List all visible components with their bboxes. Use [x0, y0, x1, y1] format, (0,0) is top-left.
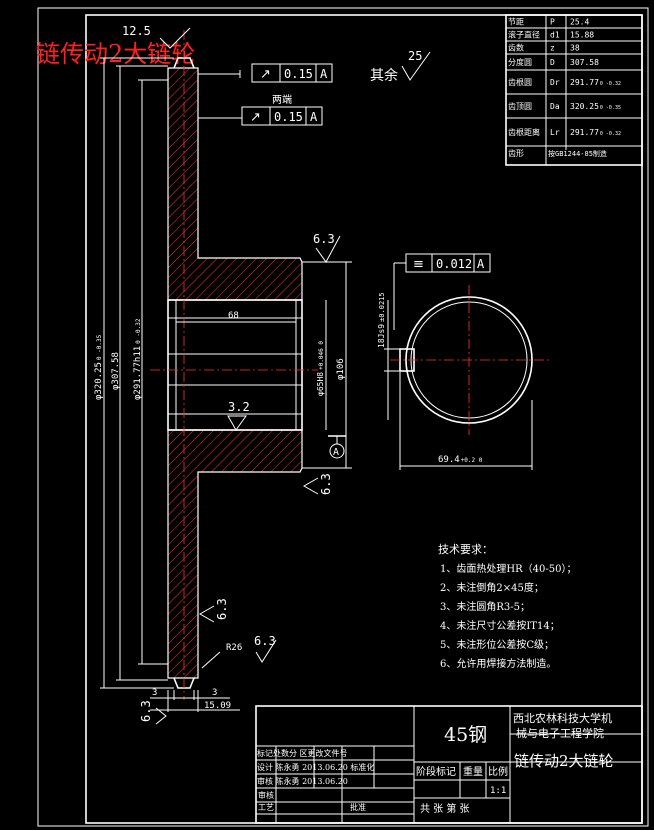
datum-label: A — [333, 447, 339, 458]
param-name: 分度圆 — [508, 57, 532, 67]
param-symbol: P — [550, 18, 555, 27]
rough-bottom-right: 6.3 — [254, 634, 276, 648]
param-name: 滚子直径 — [508, 30, 540, 40]
outer-frame — [37, 7, 649, 827]
weight-label: 重量 — [463, 765, 483, 778]
param-symbol: Dr — [550, 78, 560, 87]
param-value: 38 — [570, 44, 580, 53]
runout2-symbol: ↗ — [250, 110, 261, 125]
param-value: 291.770 -0.32 — [570, 128, 621, 137]
dim-width-total: 15.09 — [204, 701, 231, 711]
datum-a: A — [328, 435, 346, 459]
symmetry-datum: A — [477, 257, 485, 271]
param-symbol: D — [550, 58, 555, 67]
param-symbol: Lr — [550, 128, 560, 137]
width-dimensions: 3 3 15.09 R26 — [150, 643, 242, 712]
dim-width-right: 3 — [212, 688, 217, 698]
dim-hub: φ106 — [336, 358, 346, 380]
dim-width-left: 3 — [152, 688, 157, 698]
process-label: 工艺 — [258, 803, 274, 812]
runout2-datum: A — [310, 110, 318, 124]
param-name: 节距 — [508, 18, 524, 27]
lower-web — [167, 429, 303, 679]
title-block: 45钢 西北农林科技大学机 械与电子工程学院 链传动2大链轮 阶段标记 重量 比… — [255, 705, 643, 824]
param-value: 320.250 -0.35 — [570, 102, 621, 111]
approve-label: 批准 — [350, 802, 366, 812]
red-title: 链传动2大链轮 — [36, 40, 195, 68]
rev-headers: 标记处数分 区更改文件号 — [257, 748, 348, 758]
runout-frame-1: ↗ 0.15 A — [198, 63, 333, 83]
runout2-label: 两端 — [272, 93, 292, 106]
check-label: 审核 — [258, 790, 274, 800]
dim-bore-length: 68 — [228, 311, 239, 321]
dim-fillet: R26 — [226, 643, 242, 653]
rest-value: 25 — [408, 49, 422, 63]
dim-keyway-depth: 69.4+0.2 0 — [438, 455, 483, 465]
bore-outline — [167, 299, 303, 431]
keyway-view: 18Js9±0.0215 69.4+0.2 0 ≡ 0.012 A — [377, 253, 550, 470]
param-table: 节距 P 25.4 滚子直径 d1 15.88 齿数 z 38 分度圆 D 307.58 齿根圆 Dr 29… — [505, 14, 643, 166]
rough-tooth: 6.3 — [215, 598, 229, 620]
runout1-datum: A — [320, 67, 328, 81]
rough-bottom-left: 6.3 — [139, 700, 153, 722]
school-name: 西北农林科技大学机 — [513, 711, 612, 725]
param-name: 齿根圆 — [508, 77, 532, 87]
college-name: 械与电子工程学院 — [516, 726, 604, 740]
scale-label: 比例 — [488, 765, 508, 778]
tech-item: 6、允许用焊接方法制造。 — [440, 657, 556, 670]
scale-value: 1:1 — [490, 786, 506, 796]
rough-side: 6.3 — [319, 473, 333, 495]
symmetry-symbol: ≡ — [413, 257, 424, 272]
designer-row: 设计 陈永勇 2013.06.20 标准化 — [257, 762, 374, 772]
param-name: 齿形 — [508, 149, 524, 158]
material: 45钢 — [444, 724, 487, 746]
runout1-value: 0.15 — [284, 67, 313, 81]
rough-top: 12.5 — [122, 24, 151, 38]
dim-bore: φ65H8+0.046 0 — [316, 341, 325, 396]
roughness-symbols: 12.5 6.3 3.2 6.3 6.3 6.3 6.3 其余 25 — [122, 24, 431, 725]
runout2-value: 0.15 — [274, 110, 303, 124]
param-value: 按GB1244-85制造 — [548, 149, 607, 158]
drawing-name: 链传动2大链轮 — [514, 752, 614, 770]
param-symbol: Da — [550, 102, 560, 111]
tech-item: 2、未注倒角2×45度； — [440, 581, 544, 594]
diameter-dimensions: φ320.250 -0.35 φ307.58 φ291.77h110 -0.32 — [94, 57, 174, 689]
param-symbol: z — [550, 44, 555, 53]
stage-label: 阶段标记 — [416, 765, 456, 778]
dim-d-root: φ291.77h110 -0.32 — [133, 318, 143, 400]
sprocket-section — [150, 30, 318, 700]
review-row: 审核 陈永勇 2013.06.20 — [257, 776, 348, 786]
rough-hub: 6.3 — [313, 232, 335, 246]
dim-d-pitch: φ307.58 — [111, 352, 121, 390]
tech-item: 3、未注圆角R3-5； — [440, 600, 530, 613]
tech-item: 4、未注尺寸公差按IT14； — [440, 619, 560, 632]
rest-label: 其余 — [370, 67, 398, 84]
param-symbol: d1 — [550, 31, 560, 40]
symmetry-value: 0.012 — [436, 257, 472, 271]
runout1-symbol: ↗ — [260, 67, 271, 82]
param-name: 齿根距离 — [508, 127, 540, 137]
tech-item: 1、齿面热处理HR（40-50）； — [440, 562, 576, 575]
tech-requirements: 技术要求： 1、齿面热处理HR（40-50）； 2、未注倒角2×45度； 3、未… — [438, 543, 576, 670]
dim-d-tip: φ320.250 -0.35 — [94, 334, 104, 400]
param-value: 291.770 -0.32 — [570, 78, 621, 87]
param-value: 307.58 — [570, 58, 599, 67]
bore-dimensions: 68 φ65H8+0.046 0 φ106 — [176, 261, 352, 469]
tech-title: 技术要求： — [438, 543, 493, 556]
tech-item: 5、未注形位公差按C级； — [440, 638, 554, 651]
param-value: 25.4 — [570, 18, 589, 27]
dim-keyway-width: 18Js9±0.0215 — [377, 292, 386, 348]
sheets-label: 共 张 第 张 — [420, 802, 470, 815]
param-name: 齿顶圆 — [508, 102, 532, 111]
param-value: 15.88 — [570, 31, 594, 40]
param-name: 齿数 — [508, 43, 524, 53]
runout-frame-2: 两端 ↗ 0.15 A — [198, 93, 323, 126]
rough-bore: 3.2 — [228, 400, 250, 414]
